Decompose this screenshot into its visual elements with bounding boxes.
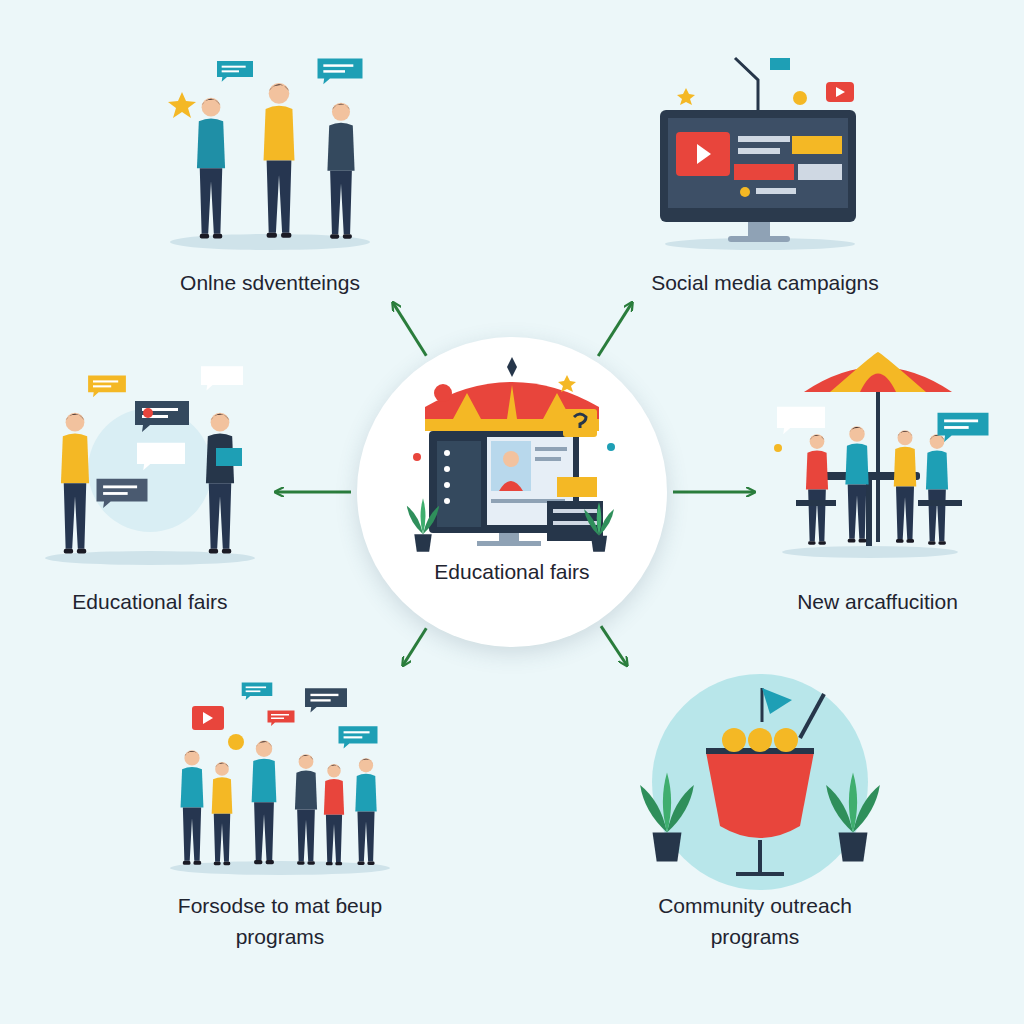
arrow-connector bbox=[673, 491, 754, 494]
center-label: Educational fairs bbox=[357, 556, 667, 587]
center-illustration bbox=[357, 337, 667, 647]
topic-item: Onlne sdventteings bbox=[150, 60, 390, 298]
item-label: Social media campaigns bbox=[635, 267, 895, 298]
item-label: Educational fairs bbox=[30, 586, 270, 617]
item-label: Community outreach programs bbox=[630, 890, 880, 952]
item-label: Onlne sdventteings bbox=[150, 267, 390, 298]
item-label: New arcaffucition bbox=[760, 586, 995, 617]
topic-item: New arcaffucition bbox=[760, 345, 995, 617]
topic-item: Community outreach programs bbox=[630, 670, 880, 952]
arrow-connector bbox=[276, 491, 351, 494]
topic-item: Forsodse to mat ɓeup programs bbox=[160, 670, 400, 952]
topic-item: Social media campaigns bbox=[635, 50, 895, 298]
center-circle: Educational fairs bbox=[357, 337, 667, 647]
arrow-connector bbox=[393, 303, 426, 356]
arrow-connector bbox=[598, 303, 632, 356]
item-label: Forsodse to mat ɓeup programs bbox=[160, 890, 400, 952]
arrow-connector bbox=[403, 628, 426, 665]
topic-item: Educational fairs bbox=[30, 362, 270, 617]
arrow-connector bbox=[601, 626, 627, 665]
